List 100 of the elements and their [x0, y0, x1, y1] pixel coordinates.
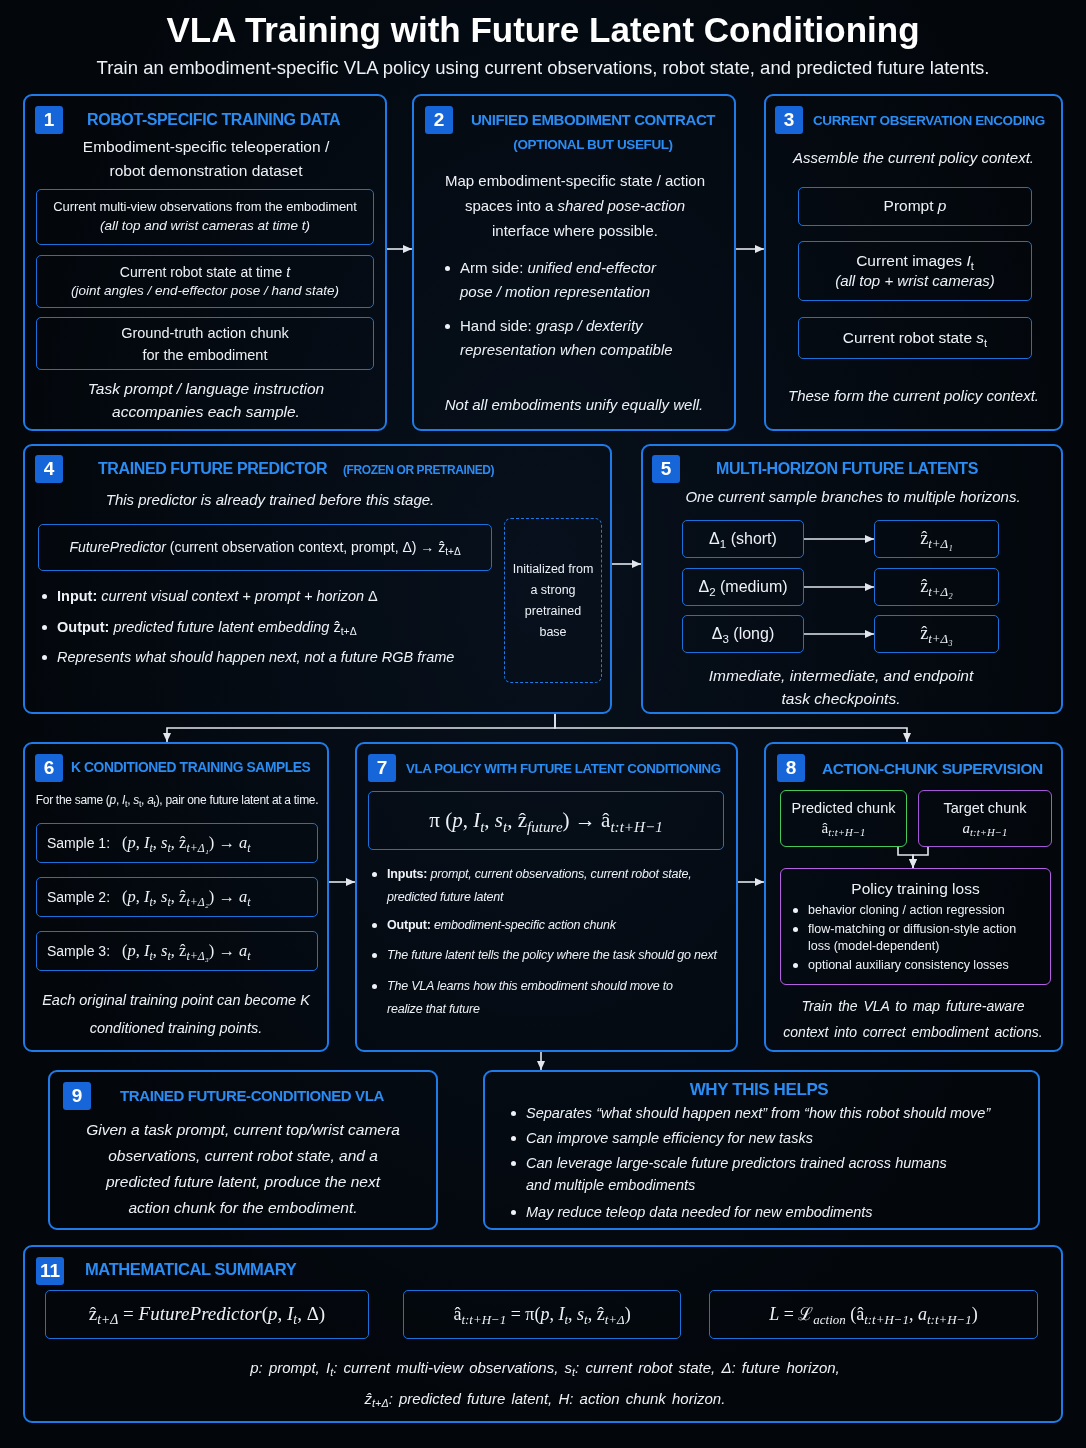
box-label: Δ$_{1}$ (short): [709, 528, 777, 550]
note-text: This predictor is already trained before this stage.: [105, 490, 435, 510]
chunk-box: [780, 790, 907, 847]
latent-box: [874, 520, 999, 558]
bullet-text: Output: embodiment-specific action chunk: [387, 917, 616, 933]
formula: ẑ$_{t+Δ₁}$: [920, 527, 953, 551]
panel-title: MULTI-HORIZON FUTURE LATENTS: [716, 459, 978, 479]
bullet-text: The future latent tells the policy where the task should go next: [387, 947, 717, 963]
arrow: [735, 245, 765, 253]
panel-title: K CONDITIONED TRAINING SAMPLES: [71, 759, 311, 777]
data-box: [36, 317, 374, 370]
arrow: [803, 630, 875, 638]
horizon-box: [682, 520, 804, 558]
note-text: Not all embodiments unify equally well.: [444, 395, 704, 415]
box-label: Current robot state s$_{t}$: [842, 327, 988, 349]
step-panel: [23, 742, 329, 1052]
formula-box: [368, 791, 724, 850]
box-label: Sample 1:: [47, 833, 111, 853]
description-text: Map embodiment-specific state / action spaces into a shared pose-action interface where possible.: [443, 171, 707, 241]
panel-title: UNIFIED EMBODIMENT CONTRACT: [470, 110, 716, 130]
bullet-text: The VLA learns how this embodiment should move to realize that future: [387, 978, 674, 1018]
box-label: Current robot state at time t: [119, 263, 291, 282]
loss-box: [780, 868, 1051, 985]
box-label: (all top and wrist cameras at time t): [99, 217, 311, 235]
step-number: 8: [777, 754, 805, 782]
arrow: [737, 878, 765, 886]
box-label: Sample 3:: [47, 941, 111, 961]
step-number: 11: [36, 1257, 64, 1285]
note-text: Given a task prompt, current top/wrist camera observations, current robot state, and a predicted future latent, produce the next action chunk for the embodiment.: [85, 1120, 401, 1218]
panel-title: ACTION-CHUNK SUPERVISION: [822, 759, 1043, 779]
context-box: [798, 187, 1032, 226]
note-text: Each original training point can become K conditioned training points.: [41, 991, 311, 1038]
panel-title: ROBOT-SPECIFIC TRAINING DATA: [87, 110, 341, 130]
formula: (p, I$_{t}$, s$_{t}$, ẑ$_{t+Δ₂}$) → a$_{t}$: [122, 886, 251, 908]
panel-subtitle: (OPTIONAL BUT USEFUL): [513, 136, 673, 154]
panel-title: VLA POLICY WITH FUTURE LATENT CONDITIONING: [406, 760, 721, 778]
latent-box: [874, 615, 999, 653]
bullet-text: Output: predicted future latent embedding ẑ$_{t+Δ}$: [57, 618, 357, 637]
formula: (p, I$_{t}$, s$_{t}$, ẑ$_{t+Δ₃}$) → a$_{t}$: [122, 940, 251, 962]
arrow: [803, 535, 875, 543]
bullet-text: Arm side: unified end-effector pose / motion representation: [460, 258, 658, 302]
panel-title: MATHEMATICAL SUMMARY: [85, 1259, 297, 1280]
bullet-text: Represents what should happen next, not a future RGB frame: [57, 648, 455, 667]
box-label: Prompt p: [883, 196, 947, 217]
horizon-box: [682, 568, 804, 606]
formula-box: [45, 1290, 369, 1339]
context-box: [798, 317, 1032, 359]
box-label: Policy training loss: [851, 879, 980, 900]
context-box: [798, 241, 1032, 301]
step-number: 1: [35, 106, 63, 134]
formula: π (p, I$_{t}$, s$_{t}$, ẑ$_{future}$) → â$_{t:t+H−1}$: [429, 806, 663, 835]
box-label: Predicted chunk: [791, 798, 896, 818]
step-panel: [48, 1070, 438, 1230]
panel-title: CURRENT OBSERVATION ENCODING: [813, 112, 1045, 130]
note-box: [504, 518, 602, 683]
step-number: 5: [652, 455, 680, 483]
step-panel: [355, 742, 738, 1052]
description-text: Embodiment-specific teleoperation / robot demonstration dataset: [81, 137, 331, 181]
formula: â$_{t:t+H−1}$: [821, 818, 866, 839]
formula-text: FuturePredictor (current observation context, prompt, Δ) → ẑ$_{t+Δ}$: [69, 538, 461, 557]
formula: ẑ$_{t+Δ₃}$: [920, 622, 953, 646]
bullet-text: flow-matching or diffusion-style action loss (model-dependent): [808, 920, 1018, 955]
formula-box: [38, 524, 492, 571]
box-label: Sample 2:: [47, 887, 111, 907]
note-text: Immediate, intermediate, and endpoint task checkpoints.: [707, 666, 975, 709]
formula: ẑ$_{t+Δ₂}$: [920, 575, 953, 599]
formula-box: [403, 1290, 681, 1339]
formula-box: [709, 1290, 1038, 1339]
bullet-text: behavior cloning / action regression: [808, 901, 1005, 919]
box-label: (joint angles / end-effector pose / hand state): [71, 282, 339, 300]
formula: â$_{t:t+H−1}$ = π(p, I$_{t}$, s$_{t}$, ẑ$_{t+Δ}$): [453, 1302, 631, 1327]
chunk-box: [918, 790, 1052, 847]
formula: a$_{t:t+H−1}$: [962, 818, 1008, 839]
note-text: Train the VLA to map future-aware context into correct embodiment actions.: [782, 997, 1044, 1042]
box-label: Current images I$_{t}$: [856, 251, 974, 272]
bullet-text: Input: current visual context + prompt + horizon Δ: [57, 587, 378, 606]
formula: L = ℒ$_{action}$ (â$_{t:t+H−1}$, a$_{t:t+H−1}$): [769, 1302, 978, 1327]
step-panel: [412, 94, 736, 431]
panel-title: TRAINED FUTURE PREDICTOR: [98, 459, 328, 479]
step-panel: [764, 94, 1063, 431]
box-label: Ground-truth action chunk for the embodiment: [120, 323, 290, 365]
diagram-title: VLA Training with Future Latent Conditioning: [166, 9, 920, 51]
arrow: [554, 713, 911, 743]
bullet-text: optional auxiliary consistency losses: [808, 956, 1009, 974]
info-panel: [483, 1070, 1040, 1230]
bullet-text: Separates “what should happen next” from “how this robot should move”: [526, 1104, 991, 1123]
arrow: [803, 583, 875, 591]
box-label: Current multi-view observations from the embodiment: [53, 199, 357, 217]
arrow: [328, 878, 356, 886]
note-text: Task prompt / language instruction accompanies each sample.: [86, 379, 326, 422]
panel-title: WHY THIS HELPS: [689, 1079, 829, 1101]
bullet-text: Can improve sample efficiency for new tasks: [526, 1129, 813, 1148]
box-label: Target chunk: [943, 798, 1027, 818]
sample-box: [36, 931, 318, 971]
summary-panel: [23, 1245, 1063, 1423]
bullet-text: May reduce teleop data needed for new embodiments: [526, 1203, 873, 1222]
description-text: For the same (p, I$_{t}$, s$_{t}$, a$_{t}$), pair one future latent at a time.: [35, 793, 319, 809]
sample-box: [36, 877, 318, 917]
step-number: 4: [35, 455, 63, 483]
formula: ẑ$_{t+Δ}$ = FuturePredictor(p, I$_{t}$, Δ): [88, 1302, 326, 1327]
